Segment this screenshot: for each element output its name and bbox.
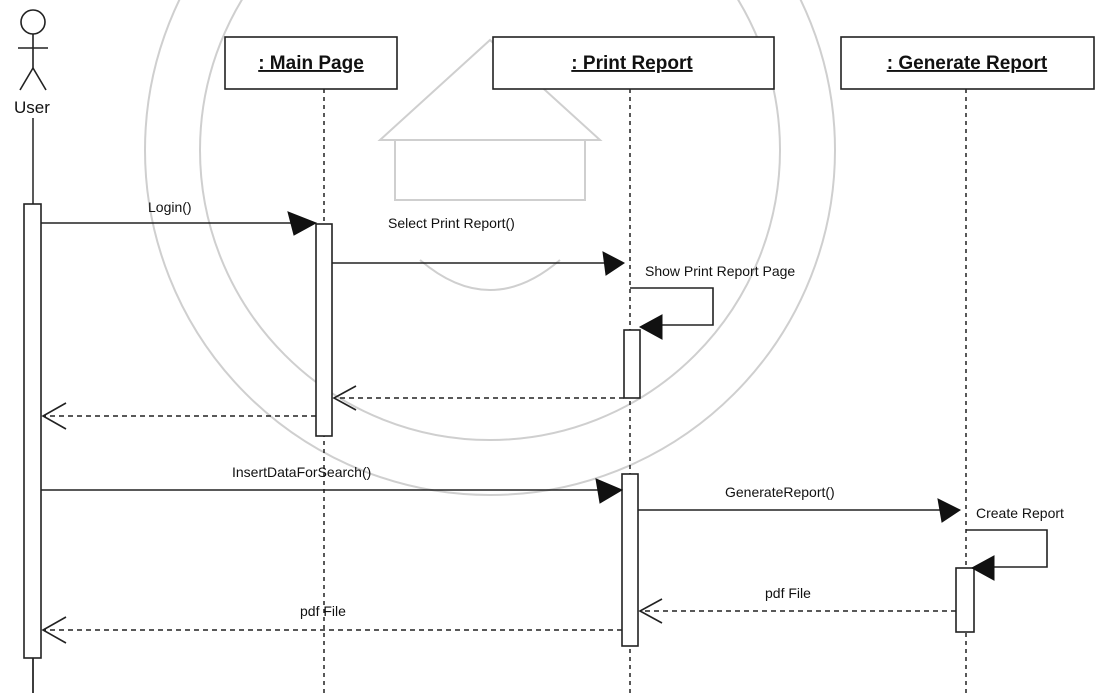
activation-print-report-self (623, 329, 641, 399)
message-create-report: Create Report (966, 505, 1064, 581)
message-return-to-main-page (332, 385, 624, 411)
actor-user: User (14, 9, 50, 117)
activation-main-page (315, 223, 333, 437)
message-label: pdf File (300, 603, 346, 619)
object-generate-report: : Generate Report (840, 36, 1095, 90)
message-pdf-file-to-user: pdf File (41, 603, 622, 644)
activation-user (23, 203, 42, 659)
message-label: Create Report (976, 505, 1064, 521)
object-print-report: : Print Report (492, 36, 775, 90)
message-label: Show Print Report Page (645, 263, 795, 279)
activation-generate-report-self (955, 567, 975, 633)
actor-head-icon (20, 9, 46, 35)
message-insert-data-for-search: InsertDataForSearch() (41, 464, 624, 504)
object-box (840, 36, 1095, 90)
message-show-print-report-page: Show Print Report Page (630, 263, 795, 340)
object-box (492, 36, 775, 90)
message-label: Login() (148, 199, 192, 215)
message-return-to-user-1 (41, 402, 316, 430)
university-seal-watermark (144, 0, 836, 496)
message-label: InsertDataForSearch() (232, 464, 371, 480)
actor-label: User (14, 98, 50, 117)
message-pdf-file-to-print-report: pdf File (638, 585, 956, 624)
object-label: : Print Report (571, 53, 693, 74)
message-select-print-report: Select Print Report() (332, 215, 625, 276)
object-label: : Main Page (258, 53, 364, 74)
message-label: GenerateReport() (725, 484, 835, 500)
object-label: : Generate Report (887, 53, 1048, 74)
object-main-page: : Main Page (224, 36, 398, 90)
activation-print-report (621, 473, 639, 647)
object-box (224, 36, 398, 90)
message-login: Login() (41, 199, 318, 236)
message-generate-report: GenerateReport() (638, 484, 961, 523)
message-label: pdf File (765, 585, 811, 601)
message-label: Select Print Report() (388, 215, 515, 231)
